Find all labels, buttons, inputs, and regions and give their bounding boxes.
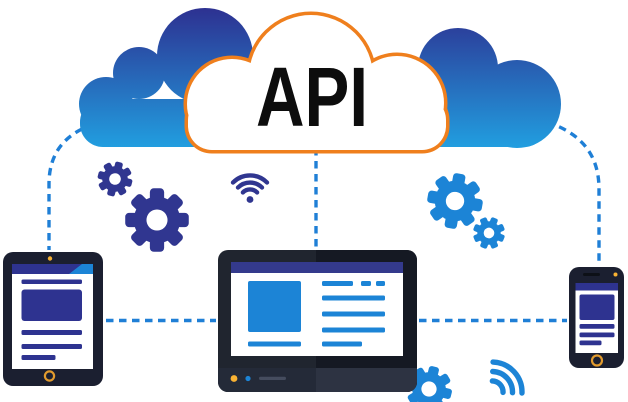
laptop-base-yellow-dot [230,375,238,382]
gear-icon-large-left [125,188,189,252]
dashed-connector-cloud-to-tablet [47,127,83,250]
laptop-content-line [322,295,385,301]
phone-content-line [579,340,602,346]
cloud-puff [113,47,165,99]
phone-content-line [579,332,615,338]
tablet-camera-dot [47,256,53,261]
phone-header-bar [575,283,618,291]
tablet-content-line [21,344,82,349]
laptop-content-line [322,281,353,286]
laptop-content-line [322,327,385,333]
gear-icon-small-left [93,157,137,201]
laptop-icon [218,250,417,392]
tablet-content-line [21,355,56,360]
phone-content-block [579,294,615,320]
laptop-base-blue-dot [245,375,251,382]
tablet-icon [3,252,103,386]
laptop-base-slot [259,376,286,380]
tablet-content-line [21,279,82,284]
wifi-icon-center [230,173,270,203]
laptop-content-block [248,281,301,332]
laptop-content-line [322,341,362,347]
laptop-header-bar [231,262,403,273]
tablet-header-bar [12,264,93,274]
phone-content-line [579,324,615,329]
laptop-content-dash [361,281,371,286]
dashed-connector-cloud-to-phone [546,120,601,265]
laptop-content-dash [376,281,385,286]
laptop-base-shade [316,368,417,392]
wifi-icon-bottom [489,359,525,396]
laptop-content-line [248,341,301,347]
laptop-content-line [322,311,385,317]
phone-home-button [590,354,604,367]
phone-camera-dot [613,272,618,277]
tablet-content-block [21,289,82,321]
dashed-connectors [47,120,601,323]
phone-speaker [583,273,600,276]
tablet-header-accent [69,264,93,274]
gear-icon-large-right [422,168,488,234]
api-label: API [256,50,368,144]
tablet-home-button [43,370,56,382]
tablet-content-line [21,330,82,335]
api-cloud-icon: API [183,11,450,154]
smartphone-icon [569,267,624,368]
